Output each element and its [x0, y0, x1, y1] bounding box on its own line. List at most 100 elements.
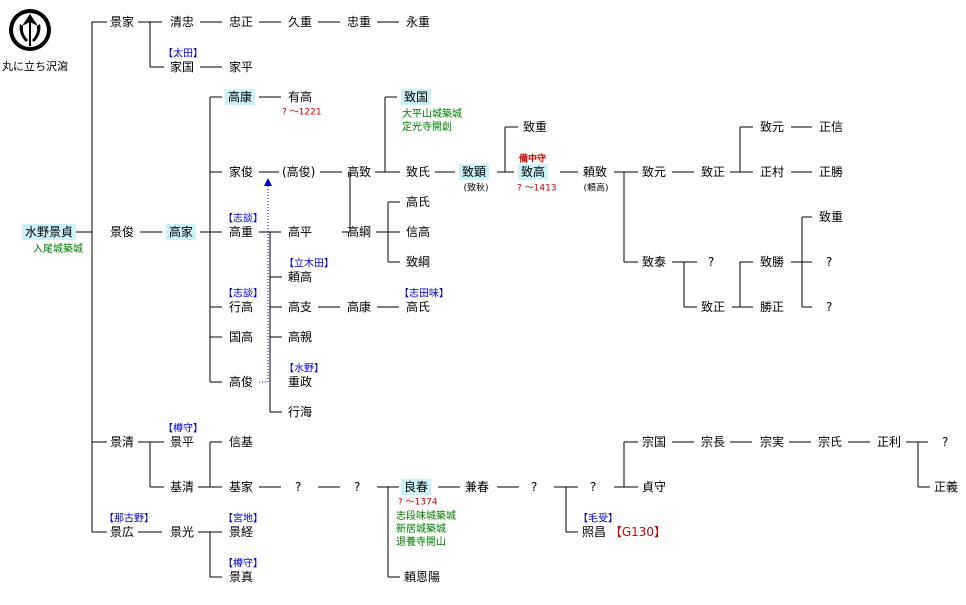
person-takauji2[interactable]: 高氏	[406, 300, 431, 314]
person-ietoshi[interactable]: 家俊	[229, 165, 254, 179]
label-bicchu: 備中守	[519, 154, 547, 165]
note-yoshiharu-1: 志段味城築城	[396, 511, 456, 522]
person-kageie[interactable]: 景家	[110, 15, 135, 29]
person-kagekiyo[interactable]: 景清	[110, 435, 135, 449]
person-yoshiharu[interactable]: 良春	[401, 479, 432, 495]
person-masakatsu[interactable]: 正勝	[819, 165, 844, 179]
person-terumasa-name: 照昌	[582, 525, 607, 539]
label-mizuno: 【水野】	[284, 363, 324, 375]
person-q2[interactable]: ?	[826, 255, 833, 269]
person-munemoto1[interactable]: 致元	[642, 165, 667, 179]
person-kiyotada[interactable]: 清忠	[170, 15, 195, 29]
person-tadamasa[interactable]: 忠正	[229, 15, 254, 29]
person-munemasa2[interactable]: 致正	[701, 300, 726, 314]
person-masamura[interactable]: 正村	[760, 165, 785, 179]
person-takahira[interactable]: 高平	[288, 225, 313, 239]
note-yoshiharu-2: 新居城築城	[396, 524, 446, 535]
label-shidami: 【志田味】	[399, 288, 449, 300]
person-takatsuna[interactable]: 高綱	[347, 225, 372, 239]
note-munekuni-1: 大平山城築城	[402, 109, 462, 120]
person-kagemitsu[interactable]: 景光	[170, 525, 195, 539]
person-munenobu-alt: (致秋)	[463, 183, 489, 194]
date-yoshiharu: ? ～1374	[398, 497, 438, 508]
person-kagetoshi[interactable]: 景俊	[110, 225, 135, 239]
person-munekuni2[interactable]: 宗国	[642, 435, 667, 449]
person-yoritaka[interactable]: 頼高	[288, 270, 313, 284]
person-munemoto2[interactable]: 致元	[760, 120, 785, 134]
person-takaie[interactable]: 高家	[166, 224, 197, 240]
person-iehira[interactable]: 家平	[229, 60, 254, 74]
person-takatoshi-paren[interactable]: (高俊)	[282, 165, 316, 179]
person-q7[interactable]: ?	[590, 480, 597, 494]
date-aritaka: ? ～1221	[282, 107, 322, 118]
label-kusamori-2: 【樽守】	[223, 558, 263, 570]
person-tadashige[interactable]: 忠重	[347, 15, 372, 29]
person-kagehiro[interactable]: 景広	[110, 525, 135, 539]
person-takashi[interactable]: 高支	[288, 300, 313, 314]
person-muneshige[interactable]: 致重	[523, 120, 548, 134]
person-q4[interactable]: ?	[295, 480, 302, 494]
person-muneuji2[interactable]: 宗氏	[818, 435, 843, 449]
label-tatekida: 【立木田】	[284, 258, 334, 270]
person-q1[interactable]: ?	[708, 255, 715, 269]
person-kaneharu[interactable]: 兼春	[465, 480, 490, 494]
person-q3[interactable]: ?	[826, 300, 833, 314]
person-yorimune[interactable]: 頼致	[583, 165, 608, 179]
person-aritaka[interactable]: 有高	[288, 90, 313, 104]
root-person[interactable]: 水野景貞	[22, 224, 77, 240]
label-shidan-2: 【志談】	[223, 288, 263, 300]
person-takatoshi[interactable]: 高俊	[229, 375, 254, 389]
person-takayasu[interactable]: 高康	[225, 89, 256, 105]
person-yukiumi[interactable]: 行海	[288, 405, 313, 419]
person-raionyo[interactable]: 頼恩陽	[404, 570, 441, 584]
person-ieuni[interactable]: 家国	[170, 60, 195, 74]
person-kagehira[interactable]: 景平	[170, 435, 195, 449]
person-munetaka[interactable]: 致高	[518, 164, 549, 180]
person-yukitaka[interactable]: 行高	[229, 300, 254, 314]
person-munenaga[interactable]: 宗長	[701, 435, 726, 449]
person-takashige[interactable]: 高重	[229, 225, 254, 239]
label-shidan-1: 【志談】	[223, 213, 263, 225]
person-kagetsune[interactable]: 景経	[229, 525, 254, 539]
person-muneshige2[interactable]: 致重	[819, 210, 844, 224]
date-munetaka: ? ～1413	[517, 183, 557, 194]
label-miyaji: 【宮地】	[223, 513, 263, 525]
person-q5[interactable]: ?	[354, 480, 361, 494]
person-muneuji[interactable]: 致氏	[406, 165, 431, 179]
person-q8[interactable]: ?	[942, 435, 949, 449]
person-munehiro[interactable]: 致泰	[642, 255, 667, 269]
person-munekuni[interactable]: 致国	[401, 89, 432, 105]
person-nobumoto[interactable]: 信基	[229, 435, 254, 449]
person-munekatsu[interactable]: 致勝	[760, 255, 785, 269]
note-yoshiharu-3: 退養寺開山	[396, 537, 446, 548]
person-hisashige[interactable]: 久重	[288, 15, 313, 29]
person-shigemasa[interactable]: 重政	[288, 375, 313, 389]
note-munekuni-2: 定光寺開創	[402, 122, 452, 133]
person-sadamori[interactable]: 貞守	[642, 480, 667, 494]
person-kunitaka[interactable]: 国高	[229, 330, 254, 344]
label-kayu: 【毛受】	[578, 513, 618, 525]
person-q6[interactable]: ?	[531, 480, 538, 494]
person-masatoshi[interactable]: 正利	[877, 435, 902, 449]
person-nagashige[interactable]: 永重	[406, 15, 431, 29]
person-motokiyo[interactable]: 基清	[170, 480, 195, 494]
person-nobutaka[interactable]: 信高	[406, 225, 431, 239]
person-katsumasa[interactable]: 勝正	[760, 300, 785, 314]
person-munenobu[interactable]: 致顕	[459, 164, 490, 180]
person-munetsuna[interactable]: 致綱	[406, 255, 431, 269]
crest-caption: 丸に立ち沢瀉	[2, 60, 68, 73]
person-munezane[interactable]: 宗実	[760, 435, 785, 449]
person-motoie[interactable]: 基家	[229, 480, 254, 494]
person-takayasu2[interactable]: 高康	[347, 300, 372, 314]
person-takamune[interactable]: 高致	[347, 165, 372, 179]
person-takauji1[interactable]: 高氏	[406, 195, 431, 209]
person-takachika[interactable]: 高親	[288, 330, 313, 344]
person-munemasa1[interactable]: 致正	[701, 165, 726, 179]
person-terumasa[interactable]: 照昌 【G130】	[582, 524, 666, 540]
label-ota: 【太田】	[163, 48, 203, 60]
person-masanobu[interactable]: 正信	[819, 120, 844, 134]
person-masayoshi[interactable]: 正義	[934, 480, 959, 494]
g130-link[interactable]: 【G130】	[609, 525, 667, 539]
person-kagezane[interactable]: 景真	[229, 570, 254, 584]
